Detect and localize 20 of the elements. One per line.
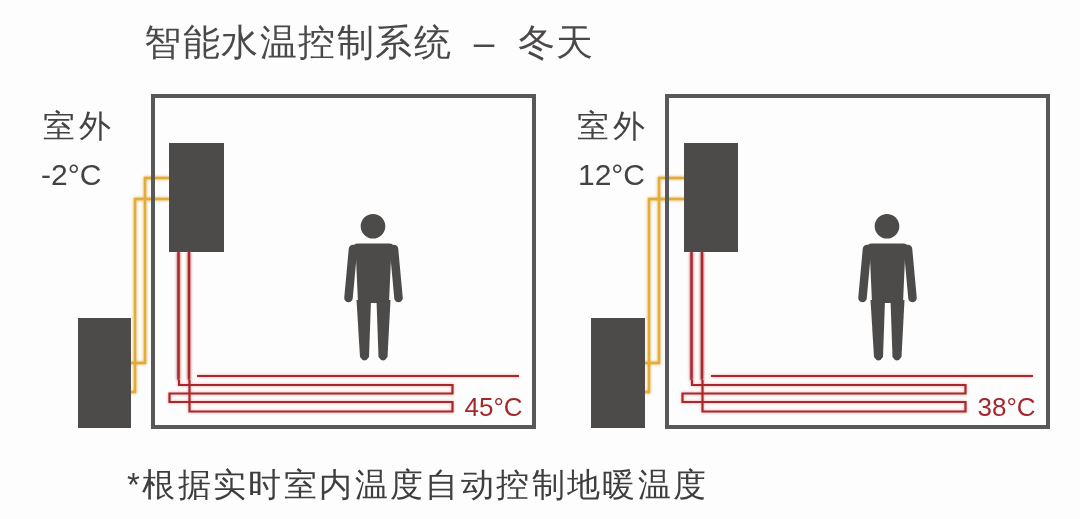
- person-icon: [858, 214, 918, 363]
- temperature-label: 38°C: [977, 394, 1036, 420]
- room-outline: [665, 94, 1050, 429]
- outdoor-unit: [591, 318, 645, 428]
- person-icon: [344, 214, 404, 363]
- indoor-unit: [684, 143, 738, 252]
- temperature-label: 45°C: [464, 394, 523, 420]
- pipe-coil: [167, 380, 454, 413]
- room-outline: [151, 94, 536, 429]
- title: 智能水温控制系统 – 冬天: [144, 24, 595, 61]
- pipe-coil: [680, 380, 967, 413]
- temperature-label: -2°C: [41, 159, 102, 190]
- location-label: 室外: [43, 110, 115, 142]
- pipe: [690, 250, 704, 382]
- pipe: [177, 250, 191, 382]
- temperature-label: 12°C: [578, 159, 646, 190]
- location-label: 室外: [577, 110, 649, 142]
- indoor-unit: [169, 143, 224, 252]
- caption: *根据实时室内温度自动控制地暖温度: [127, 468, 709, 501]
- outdoor-unit: [78, 318, 131, 428]
